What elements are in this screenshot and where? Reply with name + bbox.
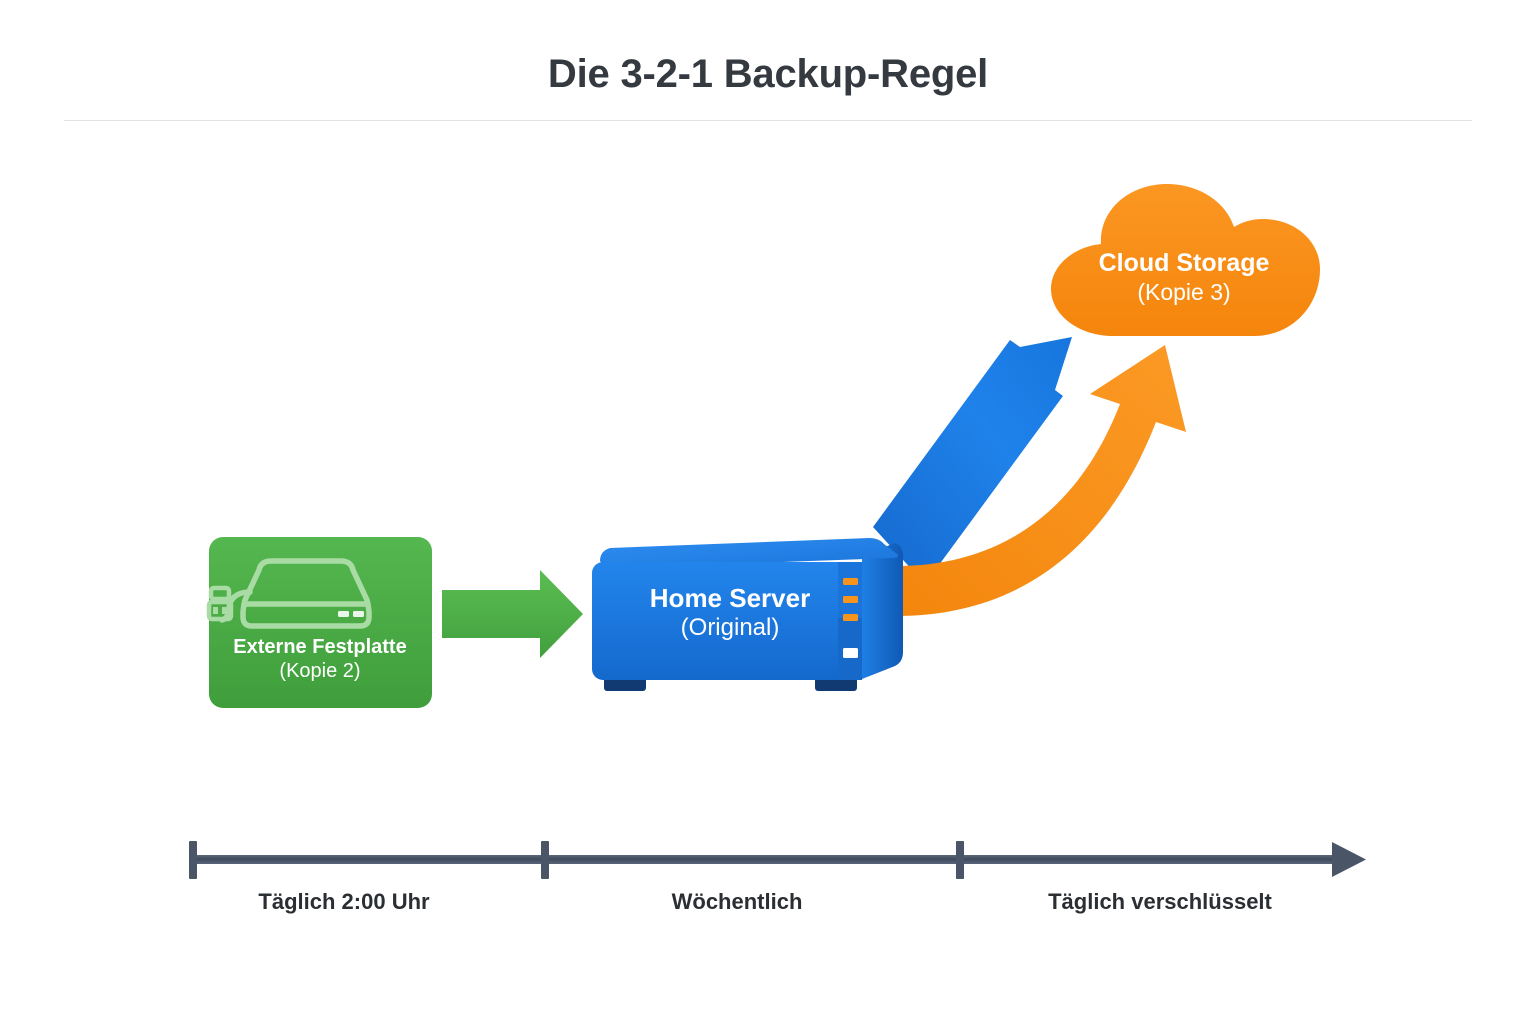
disk-node-copy: (Kopie 2)	[279, 659, 361, 682]
timeline-axis	[189, 841, 1366, 879]
disk-node-title: Externe Festplatte	[233, 636, 407, 658]
disk-node-label: Externe Festplatte (Kopie 2)	[206, 636, 434, 683]
arrow-disk-to-server	[442, 570, 583, 658]
timeline-label-daily-backup: Täglich 2:00 Uhr	[258, 889, 430, 914]
timeline-ticks	[189, 841, 964, 879]
header-divider	[64, 120, 1472, 121]
arrow-server-to-cloud-upload	[873, 337, 1072, 584]
page-title: Die 3-2-1 Backup-Regel	[547, 52, 989, 96]
timeline-label-daily-encrypted: Täglich verschlüsselt	[1048, 889, 1272, 914]
arrow-server-to-cloud-encrypted	[896, 345, 1186, 616]
server-node-title: Home Server	[649, 583, 811, 613]
drive-led-indicators	[338, 611, 364, 617]
cloud-node-title: Cloud Storage	[1098, 249, 1270, 277]
usb-connector-icon	[206, 585, 234, 622]
server-node-copy: (Original)	[680, 613, 780, 641]
server-status-leds	[843, 578, 858, 658]
node-home-server[interactable]	[592, 538, 903, 691]
node-cloud-storage[interactable]	[1051, 184, 1320, 336]
timeline-label-weekly: Wöchentlich	[671, 889, 803, 914]
cloud-node-copy: (Kopie 3)	[1137, 278, 1231, 305]
cloud-node-label: Cloud Storage (Kopie 3)	[1046, 249, 1322, 306]
server-feet	[604, 677, 857, 691]
node-external-hard-drive[interactable]	[206, 537, 432, 708]
server-node-label: Home Server (Original)	[592, 583, 868, 642]
